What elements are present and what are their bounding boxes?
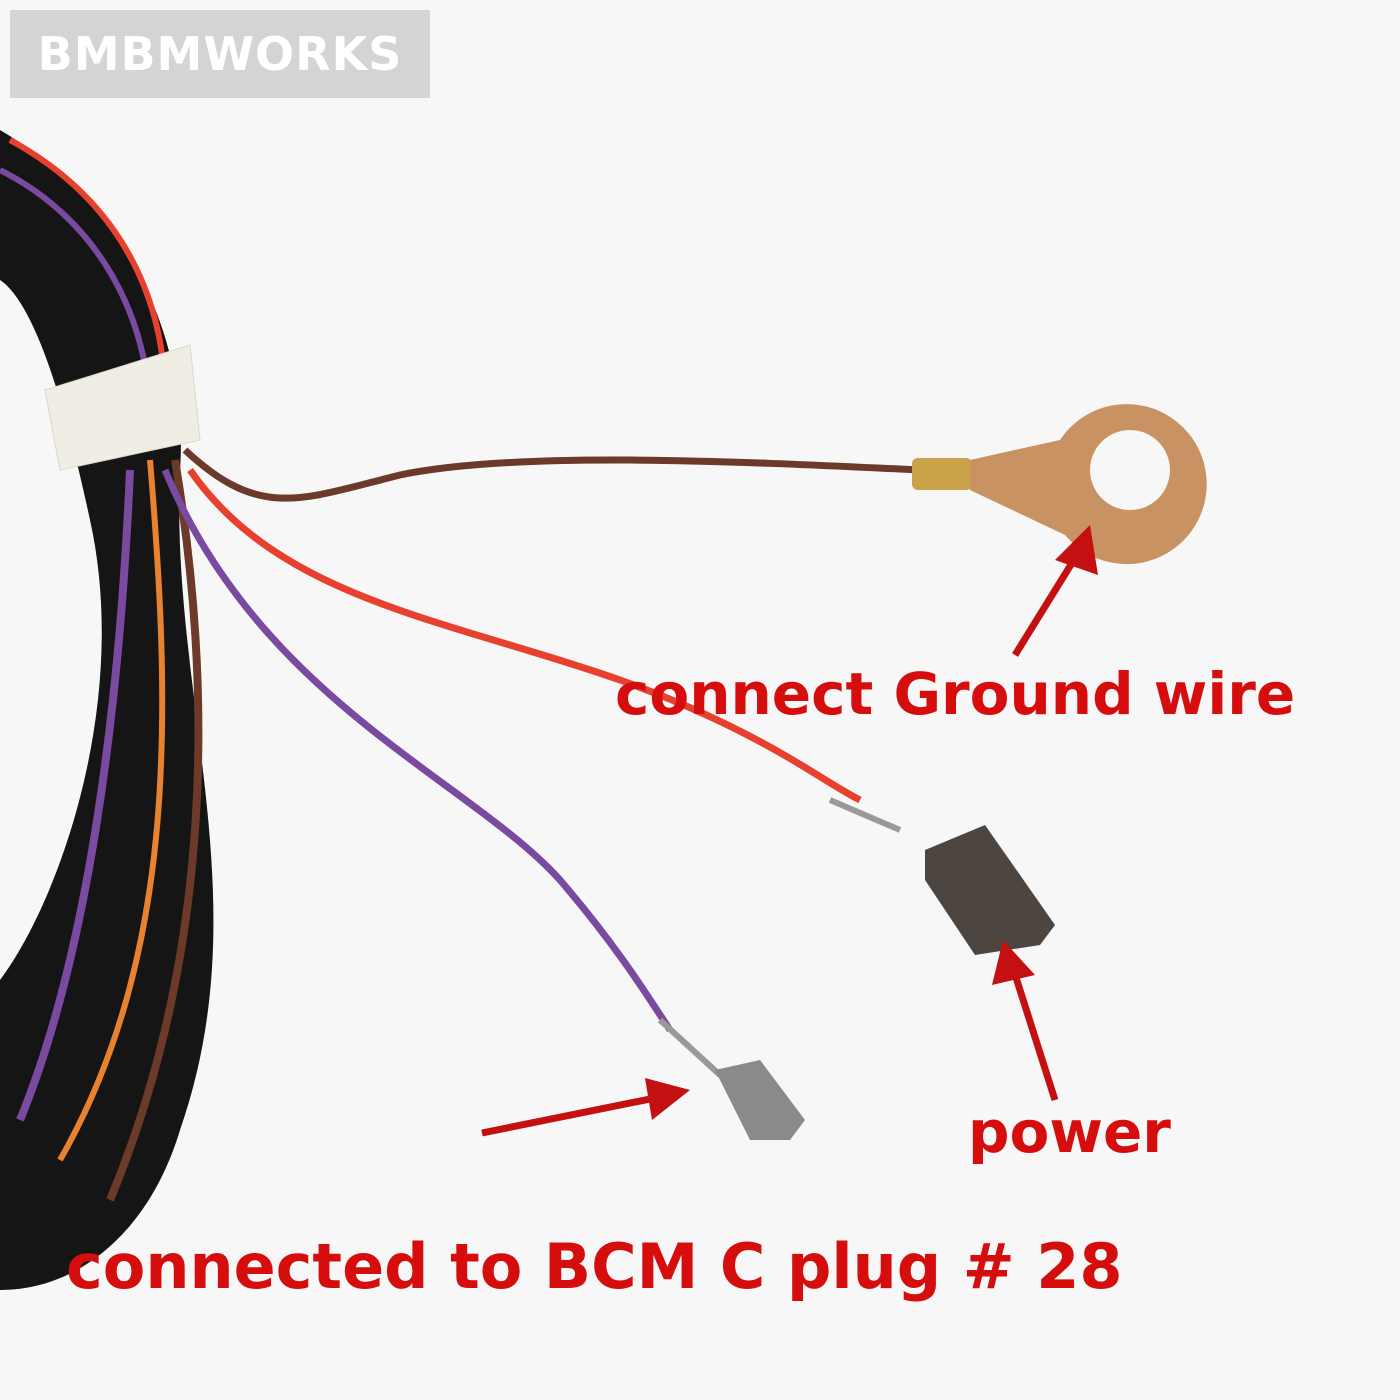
ground-wire-label: connect Ground wire <box>615 660 1296 728</box>
watermark: BMBMWORKS <box>10 10 430 98</box>
bcm-terminal <box>715 1060 805 1140</box>
red-wire <box>187 468 862 804</box>
bcm-plug-label: connected to BCM C plug # 28 <box>66 1230 1123 1303</box>
purple-wire <box>161 468 673 1032</box>
white-tape <box>44 344 201 471</box>
inner-wires <box>57 459 166 1162</box>
power-label: power <box>968 1098 1171 1166</box>
braided-harness <box>0 130 214 1290</box>
arrow-power <box>992 940 1059 1102</box>
brown-wire <box>182 447 921 502</box>
arrow-bcm <box>481 1078 690 1137</box>
arrow-ground <box>1012 525 1098 657</box>
power-connector <box>925 825 1055 955</box>
